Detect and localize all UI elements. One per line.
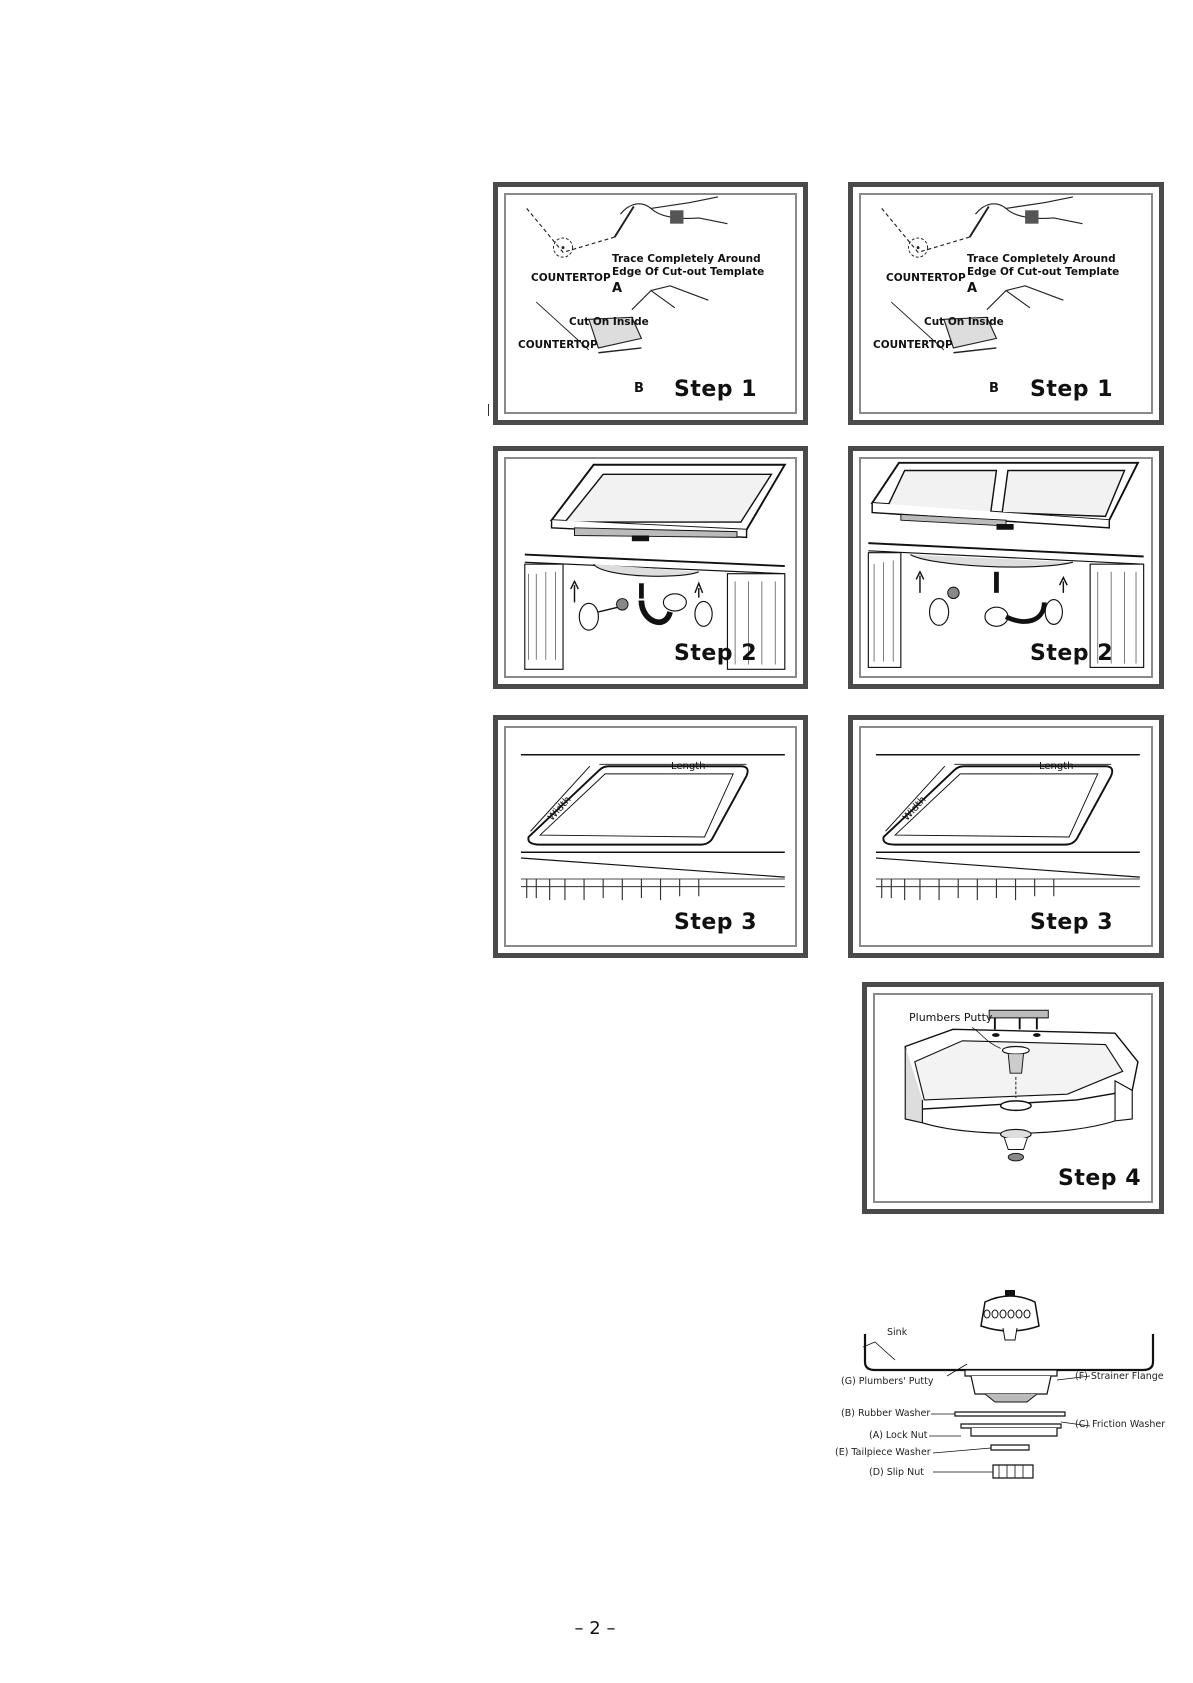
- trace-line-2: Edge Of Cut-out Template: [967, 266, 1119, 279]
- page-number: – 2 –: [560, 1618, 630, 1639]
- step2-inner-frame: Step 2: [859, 457, 1153, 678]
- letter-b: B: [634, 381, 644, 396]
- cut-inside-label: Cut On Inside: [924, 316, 1004, 329]
- step1-panel-single: Trace Completely Around Edge Of Cut-out …: [493, 182, 808, 425]
- step4-inner-frame: Plumbers Putty Step 4: [873, 993, 1153, 1203]
- strainer-flange-f-label: (F) Strainer Flange: [1075, 1371, 1164, 1382]
- slip-nut-d-label: (D) Slip Nut: [869, 1467, 924, 1478]
- trace-instruction: Trace Completely Around Edge Of Cut-out …: [612, 253, 764, 279]
- countertop-label-b: COUNTERTOP: [873, 339, 953, 352]
- step2-label: Step 2: [674, 641, 757, 666]
- step1-label: Step 1: [1030, 377, 1113, 402]
- step1-panel-double: Trace Completely Around Edge Of Cut-out …: [848, 182, 1164, 425]
- countertop-label-a: COUNTERTOP: [886, 272, 966, 285]
- letter-a: A: [967, 281, 977, 296]
- step4-panel: Plumbers Putty Step 4: [862, 982, 1164, 1214]
- step3-inner-frame: Length Width Step 3: [859, 726, 1153, 947]
- step3-panel-double: Length Width Step 3: [848, 715, 1164, 958]
- plumbers-putty-g-label: (G) Plumbers' Putty: [841, 1376, 933, 1387]
- strainer-assembly-diagram: Sink (G) Plumbers' Putty (F) Strainer Fl…: [835, 1290, 1185, 1500]
- step2-inner-frame: Step 2: [504, 457, 797, 678]
- tailpiece-washer-e-label: (E) Tailpiece Washer: [835, 1447, 931, 1458]
- step2-label: Step 2: [1030, 641, 1113, 666]
- step2-panel-single: Step 2: [493, 446, 808, 689]
- length-label: Length: [1039, 761, 1074, 772]
- step4-label: Step 4: [1058, 1166, 1141, 1191]
- trace-line-1: Trace Completely Around: [967, 253, 1119, 266]
- countertop-label-b: COUNTERTOP: [518, 339, 598, 352]
- step1-inner-frame: Trace Completely Around Edge Of Cut-out …: [859, 193, 1153, 414]
- letter-b: B: [989, 381, 999, 396]
- step1-inner-frame: Trace Completely Around Edge Of Cut-out …: [504, 193, 797, 414]
- step1-label: Step 1: [674, 377, 757, 402]
- step3-inner-frame: Length Width Step 3: [504, 726, 797, 947]
- step3-label: Step 3: [1030, 910, 1113, 935]
- length-label: Length: [671, 761, 706, 772]
- trace-line-1: Trace Completely Around: [612, 253, 764, 266]
- lock-nut-a-label: (A) Lock Nut: [869, 1430, 927, 1441]
- step3-label: Step 3: [674, 910, 757, 935]
- trace-line-2: Edge Of Cut-out Template: [612, 266, 764, 279]
- rubber-washer-b-label: (B) Rubber Washer: [841, 1408, 930, 1419]
- countertop-label-a: COUNTERTOP: [531, 272, 611, 285]
- friction-washer-c-label: (C) Friction Washer: [1075, 1419, 1165, 1430]
- letter-a: A: [612, 281, 622, 296]
- cut-inside-label: Cut On Inside: [569, 316, 649, 329]
- step3-panel-single: Length Width Step 3: [493, 715, 808, 958]
- step2-panel-double: Step 2: [848, 446, 1164, 689]
- sink-label: Sink: [887, 1327, 907, 1338]
- margin-mark: [488, 404, 489, 416]
- plumbers-putty-label: Plumbers Putty: [909, 1011, 992, 1024]
- trace-instruction: Trace Completely Around Edge Of Cut-out …: [967, 253, 1119, 279]
